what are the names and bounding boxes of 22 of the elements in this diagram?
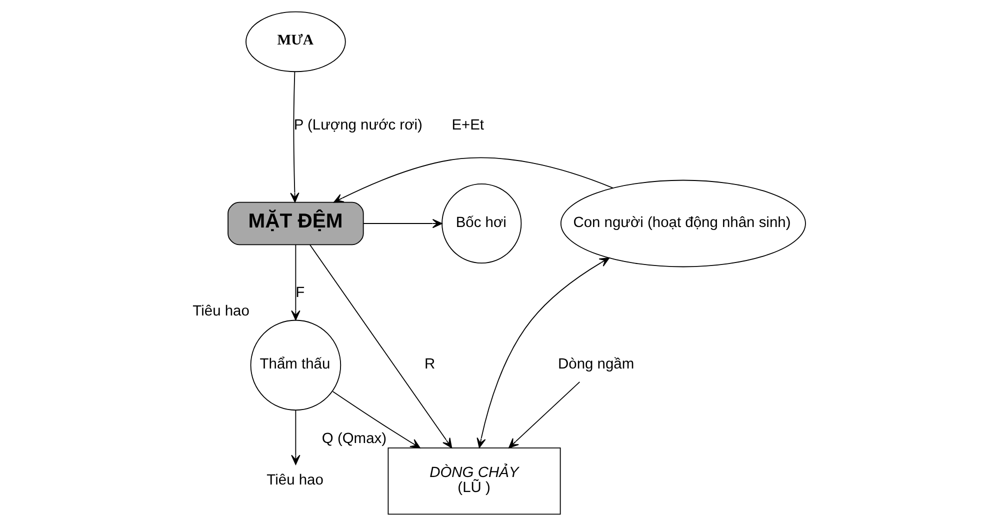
arrow <box>508 382 580 448</box>
node-label: Q (Qmax) <box>322 431 387 448</box>
node-text: Dòng ngầm <box>558 356 634 373</box>
arrow <box>363 218 442 228</box>
node-circle: Bốc hơi <box>442 183 522 264</box>
node-box: MẶT ĐỆM <box>228 202 364 246</box>
arrow <box>291 410 300 465</box>
edge-label: P (Lượng nước rơi) <box>294 117 422 134</box>
arrow <box>290 71 300 203</box>
edge-label: R <box>424 356 436 373</box>
arrow <box>476 258 610 448</box>
node-box: DÒNG CHẢY (LŨ ) <box>388 447 561 515</box>
arrow <box>291 244 300 320</box>
arrow <box>310 244 452 448</box>
node-circle: Thẩm thấu <box>250 320 342 411</box>
node-text: Tiêu hao <box>266 472 324 489</box>
arrow <box>332 391 420 448</box>
node-ellipse: MƯA <box>246 11 346 72</box>
edge-label: F <box>296 284 305 301</box>
node-label: Tiêu hao <box>192 303 250 320</box>
label: E+Et <box>452 117 484 134</box>
arrow <box>333 157 614 203</box>
